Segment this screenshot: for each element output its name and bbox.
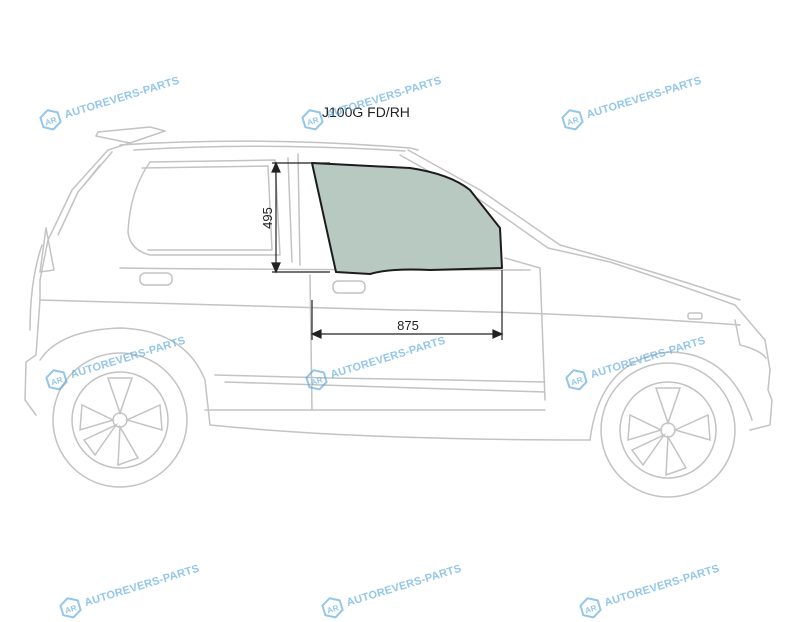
rear-wheel bbox=[52, 352, 188, 488]
svg-text:AR: AR bbox=[44, 115, 58, 127]
svg-text:AR: AR bbox=[310, 375, 324, 387]
svg-text:AR: AR bbox=[566, 115, 580, 127]
watermark: AR AUTOREVERS-PARTS bbox=[43, 330, 189, 394]
autorevers-logo-icon: AR bbox=[565, 369, 588, 391]
width-dimension-label: 875 bbox=[397, 318, 419, 333]
autorevers-logo-icon: AR bbox=[59, 597, 82, 619]
watermark: AR AUTOREVERS-PARTS bbox=[37, 70, 183, 134]
autorevers-logo-icon: AR bbox=[39, 109, 62, 131]
front-wheel bbox=[600, 362, 736, 498]
watermark: AR AUTOREVERS-PARTS bbox=[299, 70, 445, 134]
watermark: AR AUTOREVERS-PARTS bbox=[559, 70, 705, 134]
autorevers-logo-icon: AR bbox=[45, 369, 68, 391]
height-dimension bbox=[271, 161, 330, 274]
svg-text:AR: AR bbox=[306, 115, 320, 127]
autorevers-logo-icon: AR bbox=[561, 109, 584, 131]
diagram-canvas: 495 875 J100G FD/RH AR AUTOREVERS-PARTS … bbox=[24, 70, 773, 619]
door-glass-highlight bbox=[311, 162, 503, 275]
svg-text:AR: AR bbox=[570, 375, 584, 387]
autorevers-logo-icon: AR bbox=[321, 597, 344, 619]
car-outline-icon: 495 875 bbox=[24, 126, 773, 498]
svg-text:AR: AR bbox=[50, 375, 64, 387]
autorevers-logo-icon: AR bbox=[301, 109, 324, 131]
autorevers-logo-icon: AR bbox=[579, 597, 602, 619]
width-dimension bbox=[310, 270, 504, 340]
diagram-title: J100G FD/RH bbox=[322, 104, 410, 120]
watermark: AR AUTOREVERS-PARTS bbox=[563, 330, 709, 394]
watermark: AR AUTOREVERS-PARTS bbox=[303, 330, 449, 394]
autorevers-logo-icon: AR bbox=[305, 369, 328, 391]
car-body-outline bbox=[24, 126, 773, 441]
height-dimension-label: 495 bbox=[260, 207, 275, 229]
